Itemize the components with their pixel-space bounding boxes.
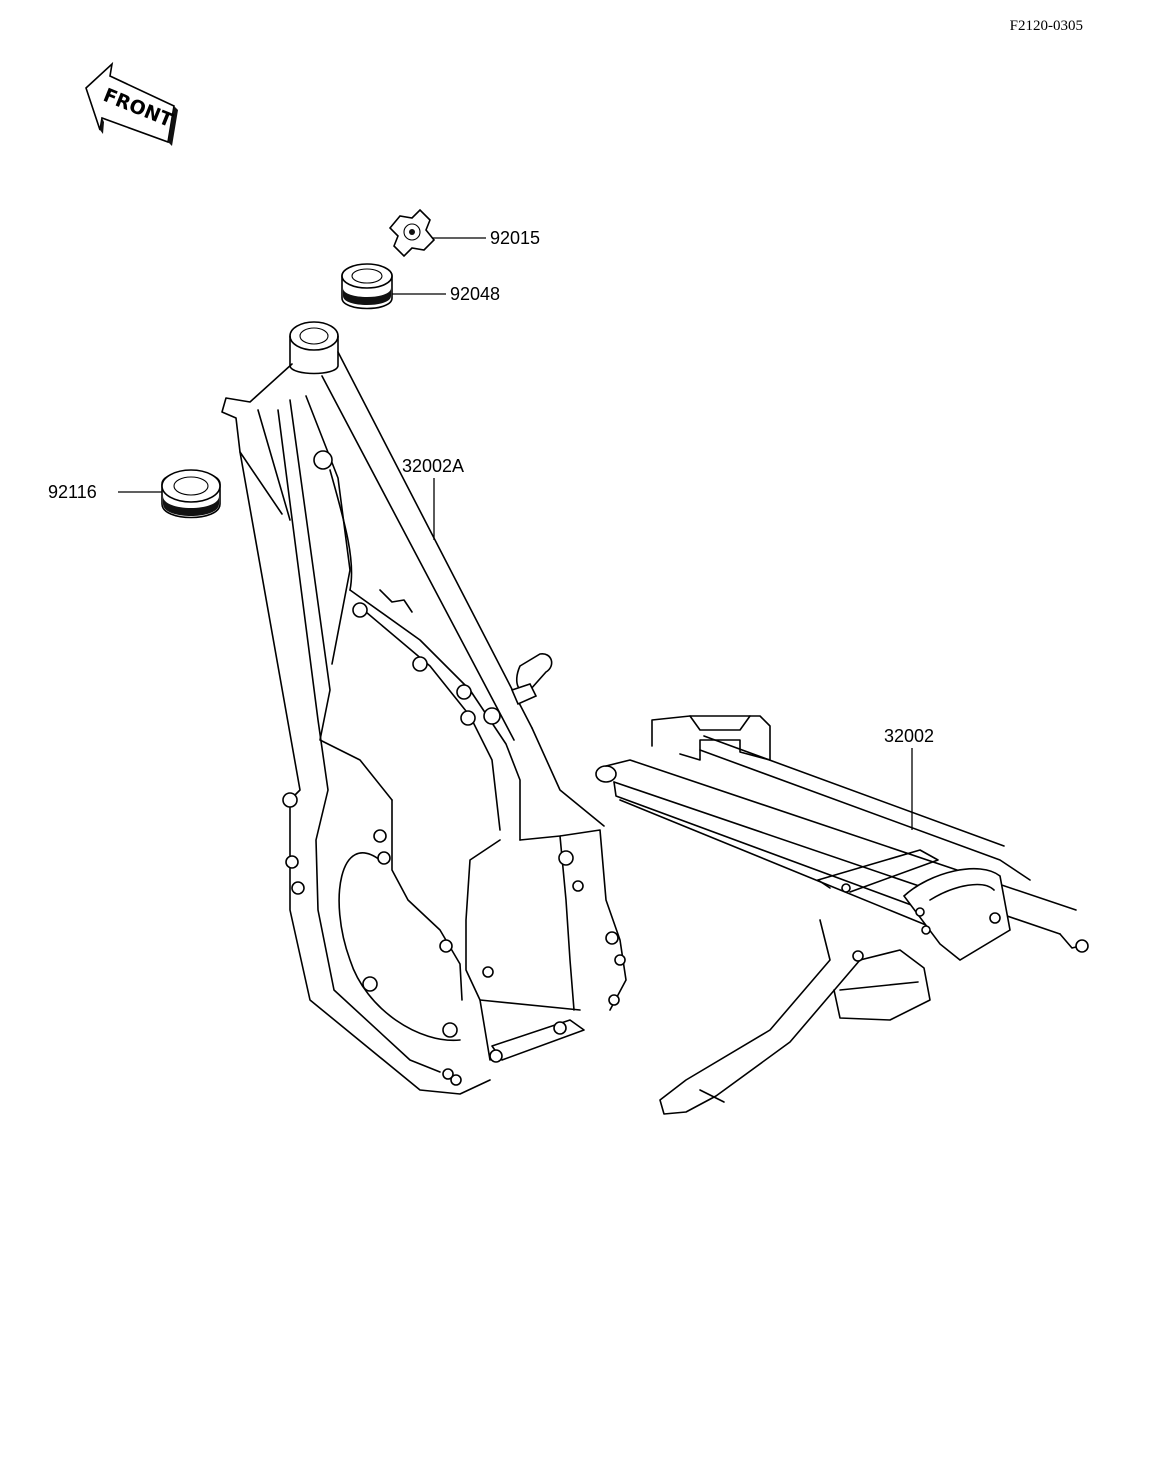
- front-arrow-icon: FRONT: [85, 61, 178, 146]
- callout-upper-seal: 92048: [450, 284, 500, 304]
- main-frame-icon: [221, 321, 627, 1095]
- upper-seal-icon: [341, 263, 393, 310]
- grommet-nut-icon: [388, 208, 436, 258]
- callout-rear-subframe: 32002: [884, 726, 934, 746]
- lower-seal-icon: [161, 469, 221, 519]
- callout-lower-seal: 92116: [48, 482, 97, 502]
- callout-main-frame: 32002A: [402, 456, 464, 476]
- callout-grommet-nut: 92015: [490, 228, 540, 248]
- rear-subframe-icon: [595, 715, 1089, 1115]
- document-code: F2120-0305: [1010, 18, 1083, 34]
